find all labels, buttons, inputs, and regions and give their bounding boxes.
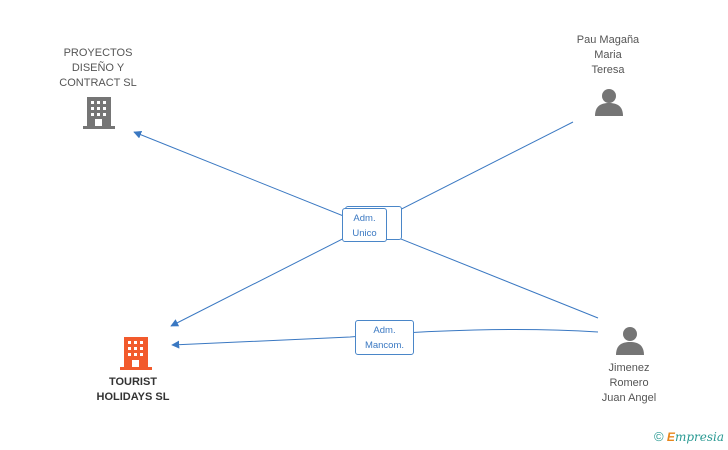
person-name-line: Pau Magaña — [576, 34, 640, 46]
person-label-jimenez[interactable]: Jimenez Romero Juan Angel — [582, 361, 676, 406]
building-icon-highlighted — [120, 337, 152, 370]
person-name-line: Maria — [594, 49, 622, 61]
brand-logo-initial: E — [666, 430, 675, 444]
company-name-line: CONTRACT SL — [59, 77, 137, 89]
copyright-symbol: © — [653, 429, 664, 444]
edge-label-adm-mancom[interactable]: Adm. Mancom. — [355, 320, 414, 355]
company-label-tourist[interactable]: TOURIST HOLIDAYS SL — [82, 375, 184, 405]
company-name-line: HOLIDAYS SL — [96, 391, 170, 403]
edge-label-line: Mancom. — [364, 340, 405, 351]
footer-credit[interactable]: © Empresia — [654, 429, 724, 444]
edge-label-line: Adm. — [353, 213, 376, 224]
edge-label-line: Adm. — [373, 325, 396, 336]
person-label-pau[interactable]: Pau Magaña Maria Teresa — [560, 33, 656, 78]
company-name-line: DISEÑO Y — [71, 62, 125, 74]
person-name-line: Juan Angel — [601, 392, 657, 404]
company-label-proyectos[interactable]: PROYECTOS DISEÑO Y CONTRACT SL — [45, 46, 151, 91]
edge-label-adm-unico[interactable]: Adm. Unico — [342, 208, 387, 242]
building-icon — [83, 97, 115, 129]
company-name-line: PROYECTOS — [63, 47, 133, 59]
company-name-line: TOURIST — [108, 376, 158, 388]
person-name-line: Romero — [609, 377, 649, 389]
edge-label-line: Unico — [352, 228, 377, 239]
person-icon — [616, 327, 644, 355]
person-icon — [595, 89, 623, 116]
person-name-line: Teresa — [591, 64, 625, 76]
person-name-line: Jimenez — [608, 362, 650, 374]
brand-logo-text: mpresia — [674, 430, 724, 444]
